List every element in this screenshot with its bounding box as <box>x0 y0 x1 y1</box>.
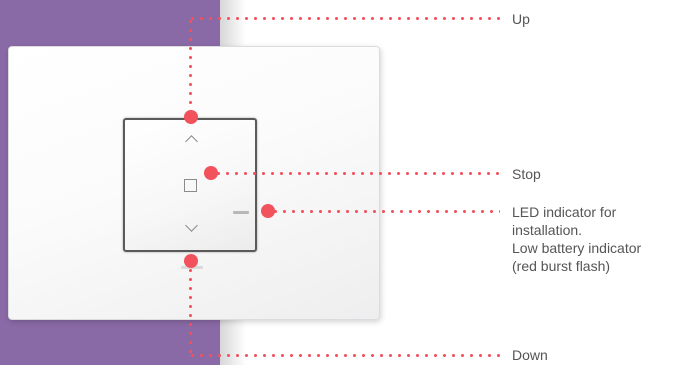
label-led-line4: (red burst flash) <box>512 258 611 274</box>
callout-line-stop <box>214 172 500 175</box>
led-indicator <box>233 211 249 214</box>
label-up: Up <box>512 11 530 27</box>
callout-dot-stop <box>204 166 218 180</box>
label-led-line3: Low battery indicator <box>512 240 642 256</box>
callout-line-down <box>188 354 500 357</box>
callout-line-down-vertical <box>189 266 192 356</box>
callout-dot-down <box>184 254 198 268</box>
callout-dot-up <box>184 110 198 124</box>
label-stop: Stop <box>512 166 541 182</box>
stop-square-icon <box>184 179 197 192</box>
label-down: Down <box>512 347 548 363</box>
label-led-line2: installation. <box>512 222 583 238</box>
callout-dot-led <box>261 204 275 218</box>
callout-line-led <box>271 210 500 213</box>
callout-line-up-vertical <box>189 17 192 117</box>
callout-line-up <box>188 17 500 20</box>
label-led-line1: LED indicator for <box>512 204 617 220</box>
